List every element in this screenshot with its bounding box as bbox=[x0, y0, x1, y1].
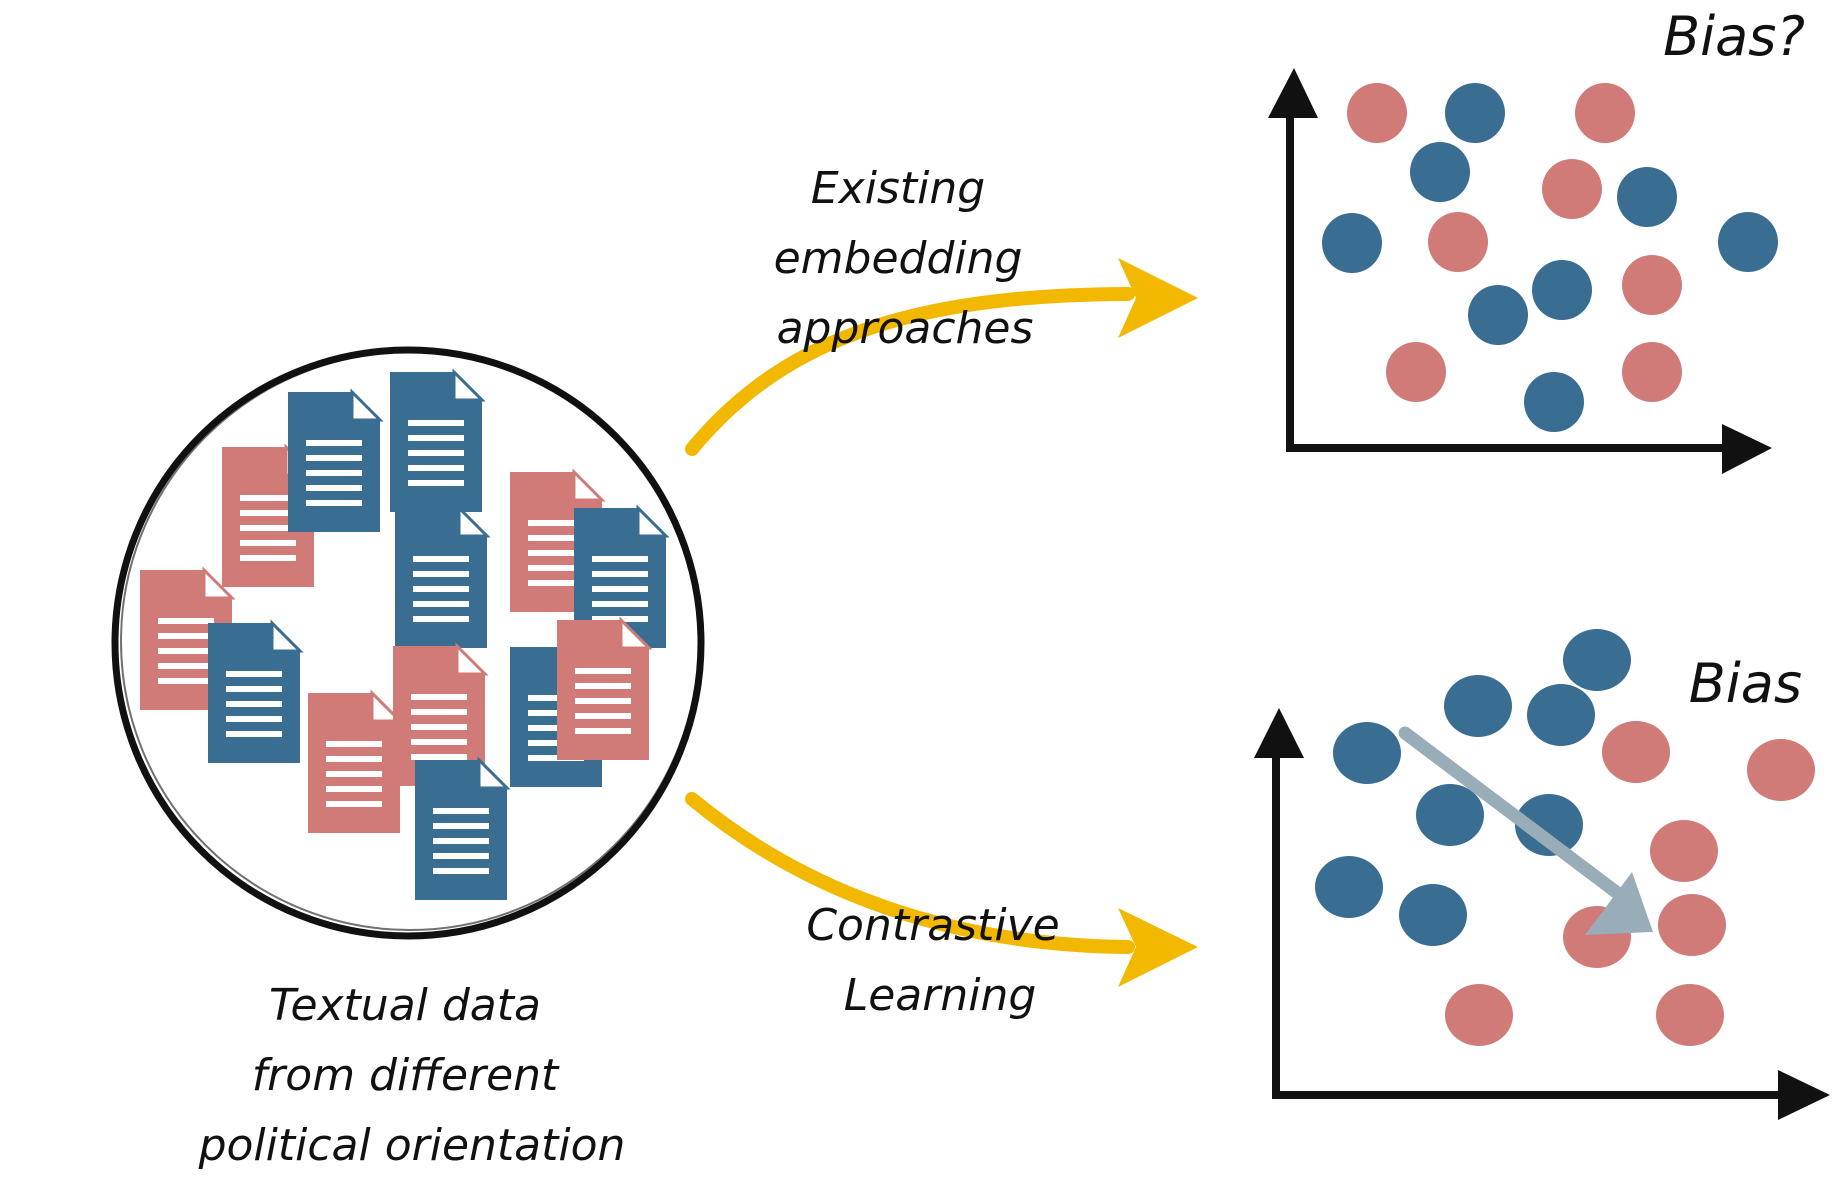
top-plot-points bbox=[1322, 83, 1778, 432]
document-icon bbox=[415, 756, 511, 900]
top-plot-point bbox=[1622, 342, 1682, 402]
document-icon bbox=[574, 504, 670, 648]
bottom-plot-point bbox=[1399, 884, 1467, 946]
top-plot-point bbox=[1575, 83, 1635, 143]
document-icon bbox=[208, 619, 304, 763]
document-icon bbox=[393, 642, 489, 786]
top-plot-point bbox=[1445, 83, 1505, 143]
document-icon bbox=[390, 368, 486, 512]
top-plot-point bbox=[1617, 167, 1677, 227]
bottom-plot-point bbox=[1315, 856, 1383, 918]
bottom-plot-point bbox=[1416, 784, 1484, 846]
top-method-line-2: embedding bbox=[774, 233, 1023, 284]
bottom-plot-point bbox=[1656, 984, 1724, 1046]
bottom-plot-point bbox=[1658, 894, 1726, 956]
bottom-scatter-plot: Bias bbox=[1254, 629, 1830, 1120]
source-label-line-1: Textual data bbox=[269, 980, 541, 1031]
bottom-plot-point bbox=[1563, 629, 1631, 691]
bottom-plot-point bbox=[1333, 722, 1401, 784]
bottom-plot-point bbox=[1747, 739, 1815, 801]
source-label: Textual data from different political or… bbox=[198, 980, 626, 1171]
bottom-plot-point bbox=[1444, 675, 1512, 737]
bottom-method-line-1: Contrastive bbox=[806, 900, 1059, 951]
source-circle-sketch bbox=[120, 351, 700, 931]
top-method-arrow bbox=[685, 258, 1198, 456]
top-plot-x-arrowhead bbox=[1722, 424, 1772, 474]
bottom-plot-point bbox=[1527, 684, 1595, 746]
document-cluster bbox=[111, 346, 705, 940]
top-plot-point bbox=[1524, 372, 1584, 432]
document-icon bbox=[288, 388, 384, 532]
top-plot-title: Bias? bbox=[1663, 5, 1805, 68]
top-plot-point bbox=[1322, 213, 1382, 273]
top-plot-point bbox=[1718, 212, 1778, 272]
document-icon bbox=[557, 616, 653, 760]
bottom-plot-point bbox=[1515, 794, 1583, 856]
bias-direction-arrow bbox=[1398, 726, 1653, 935]
bottom-plot-point bbox=[1650, 820, 1718, 882]
top-plot-point bbox=[1410, 142, 1470, 202]
bottom-method-label: Contrastive Learning bbox=[806, 900, 1073, 1021]
top-plot-point bbox=[1622, 255, 1682, 315]
source-circle bbox=[111, 346, 705, 940]
bottom-plot-points bbox=[1315, 629, 1815, 1046]
top-method-line-3: approaches bbox=[777, 303, 1034, 354]
top-plot-point bbox=[1428, 212, 1488, 272]
document-icon bbox=[308, 689, 404, 833]
bottom-plot-title: Bias bbox=[1689, 652, 1802, 715]
bottom-plot-y-arrowhead bbox=[1254, 708, 1304, 758]
top-method-label: Existing embedding approaches bbox=[774, 163, 1037, 354]
source-label-line-3: political orientation bbox=[198, 1120, 626, 1171]
top-plot-point bbox=[1347, 83, 1407, 143]
bottom-method-line-2: Learning bbox=[844, 970, 1037, 1021]
bottom-plot-point bbox=[1445, 984, 1513, 1046]
document-icon bbox=[395, 504, 491, 648]
top-plot-y-arrowhead bbox=[1268, 68, 1318, 118]
bottom-plot-point bbox=[1602, 721, 1670, 783]
top-plot-point bbox=[1468, 285, 1528, 345]
bottom-method-arrow bbox=[685, 792, 1198, 987]
top-plot-point bbox=[1542, 159, 1602, 219]
top-scatter-plot: Bias? bbox=[1268, 5, 1805, 474]
bottom-plot-x-arrowhead bbox=[1778, 1070, 1830, 1120]
document-icons bbox=[140, 368, 670, 900]
source-label-line-2: from different bbox=[252, 1050, 560, 1101]
top-method-line-1: Existing bbox=[811, 163, 985, 214]
top-plot-point bbox=[1386, 342, 1446, 402]
top-plot-point bbox=[1532, 260, 1592, 320]
